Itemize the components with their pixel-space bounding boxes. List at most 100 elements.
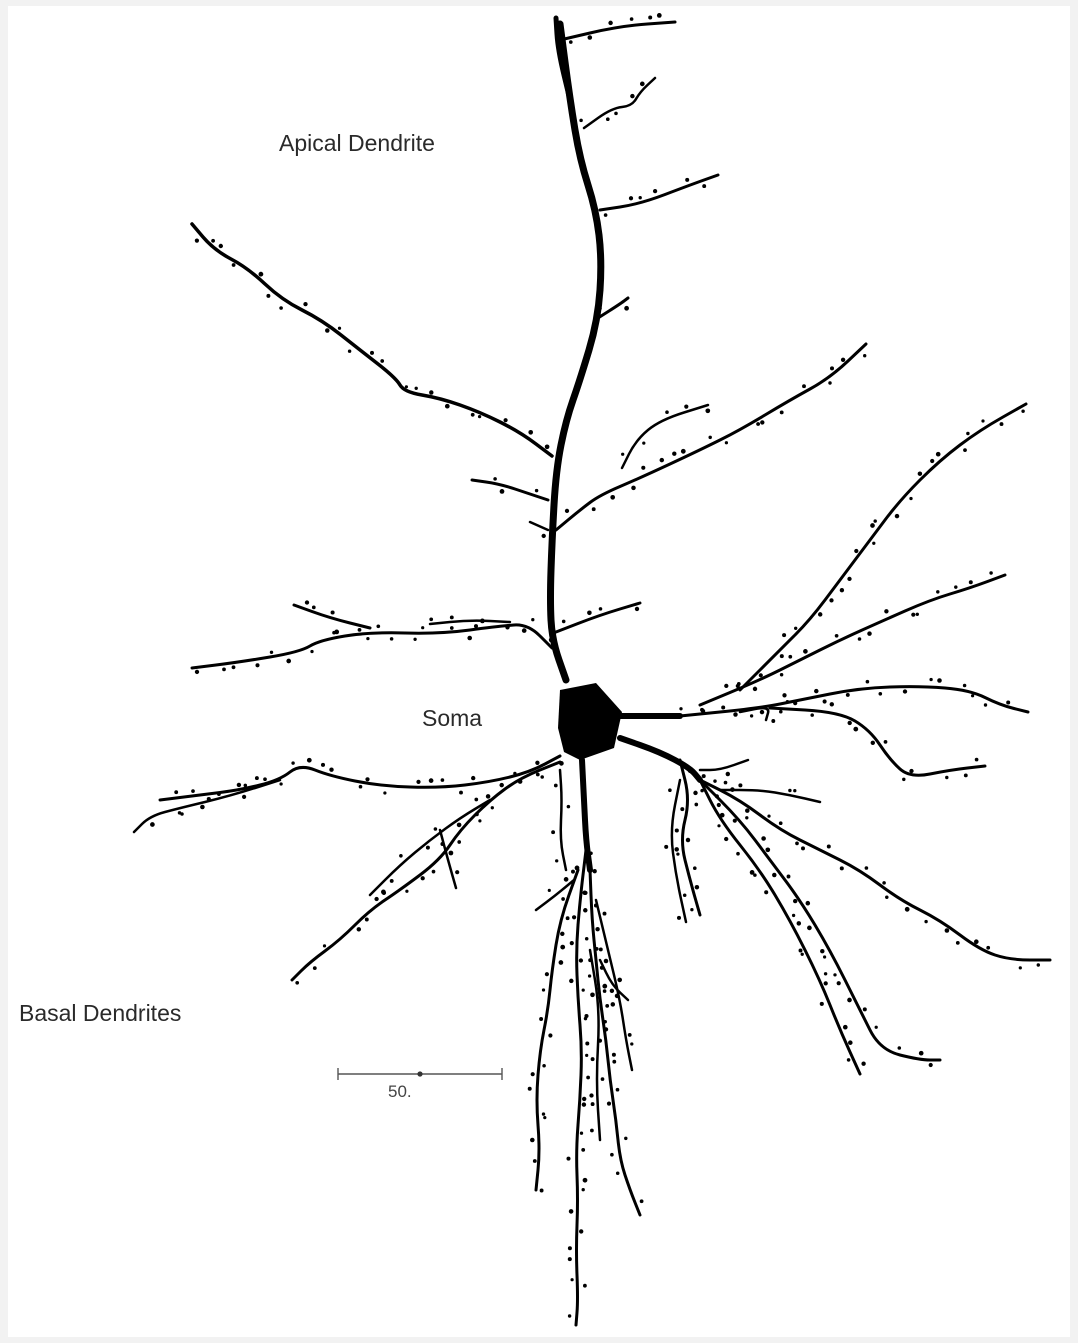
- dendritic-spine: [884, 609, 888, 613]
- dendritic-spine: [321, 763, 325, 767]
- dendritic-spine: [895, 514, 899, 518]
- dendritic-spine: [771, 719, 775, 723]
- dendritic-spine: [426, 846, 430, 850]
- dendritic-spine: [568, 1257, 572, 1261]
- dendritic-spine: [604, 1027, 608, 1031]
- dendritic-spine: [801, 846, 805, 850]
- dendritic-spine: [589, 852, 593, 856]
- dendritic-spine: [150, 822, 155, 827]
- dendritic-spine: [542, 988, 545, 991]
- dendritic-spine: [884, 740, 888, 744]
- dendritic-spine: [310, 650, 313, 653]
- dendritic-spine: [535, 761, 539, 765]
- dendritic-spine: [820, 949, 824, 953]
- dendritic-spine: [579, 958, 583, 962]
- dendritic-spine: [562, 620, 566, 624]
- dendritic-spine: [561, 897, 565, 901]
- dendritic-spine: [548, 889, 551, 892]
- dendritic-spine: [799, 949, 803, 953]
- dendritic-spine: [303, 302, 307, 306]
- dendritic-spine: [603, 989, 607, 993]
- dendritic-spine: [829, 598, 833, 602]
- dendritic-spine: [780, 654, 784, 658]
- dendritic-spine: [599, 947, 603, 951]
- dendritic-spine: [861, 1062, 865, 1066]
- dendritic-spine: [684, 405, 688, 409]
- dendritic-spine: [738, 783, 742, 787]
- dendritic-spine: [624, 306, 629, 311]
- dendritic-spine: [540, 775, 544, 779]
- basal-right-4: [770, 708, 985, 775]
- dendritic-spine: [629, 196, 633, 200]
- basal-right-3: [740, 404, 1026, 690]
- dendritic-spine: [787, 875, 791, 879]
- dendritic-spine: [585, 1054, 588, 1057]
- dendritic-spine: [583, 891, 587, 895]
- dendritic-spine: [865, 866, 869, 870]
- dendritic-spine: [415, 387, 418, 390]
- dendritic-spine: [753, 873, 757, 877]
- dendritic-spine: [693, 866, 697, 870]
- dendritic-spine: [677, 916, 681, 920]
- dendritic-spine: [522, 628, 527, 633]
- dendritic-spine: [582, 1188, 585, 1191]
- dendritic-spine: [380, 359, 384, 363]
- dendritic-spine: [475, 812, 479, 816]
- dendritic-spine: [585, 937, 589, 941]
- dendritic-spine: [191, 789, 195, 793]
- dendritic-spine: [660, 458, 664, 462]
- dendritic-spine: [745, 816, 748, 819]
- dendritic-spine: [780, 673, 783, 676]
- dendritic-spine: [222, 668, 226, 672]
- dendritic-spine: [583, 1284, 587, 1288]
- apical-short-left2: [530, 522, 548, 530]
- dendritic-spine: [802, 384, 806, 388]
- dendritic-spine: [680, 807, 684, 811]
- dendritic-spine: [429, 778, 434, 783]
- dendritic-spine: [780, 410, 784, 414]
- dendritic-spine: [571, 1278, 574, 1281]
- dendritic-spine: [399, 854, 403, 858]
- dendritic-spine: [543, 1116, 546, 1119]
- dendritic-spine: [631, 486, 636, 491]
- dendritic-spine: [863, 354, 866, 357]
- dendritic-spine: [823, 699, 827, 703]
- dendritic-spine: [833, 973, 836, 976]
- dendritic-spine: [615, 994, 620, 999]
- dendritic-spine: [449, 851, 454, 856]
- dendritic-spine: [467, 636, 472, 641]
- dendritic-spine: [974, 939, 979, 944]
- dendritic-spine: [232, 263, 236, 267]
- dendritic-spine: [528, 430, 533, 435]
- apical-branch-a: [584, 78, 655, 128]
- dendritic-spine: [681, 449, 686, 454]
- dendritic-spine: [730, 787, 735, 792]
- dendritic-spine: [797, 921, 802, 926]
- dendritic-spine: [329, 768, 333, 772]
- dendritic-spine: [772, 873, 776, 877]
- dendritic-spine: [701, 709, 705, 713]
- dendritic-spine: [686, 838, 690, 842]
- dendritic-spine: [486, 794, 491, 799]
- dendritic-spine: [793, 899, 797, 903]
- dendritic-spine: [788, 655, 792, 659]
- basal-left-4: [370, 800, 490, 895]
- dendritic-spine: [575, 866, 580, 871]
- dendritic-spine: [569, 1209, 574, 1214]
- dendritic-spine: [846, 693, 850, 697]
- dendritic-spine: [457, 823, 462, 828]
- dendritic-spine: [445, 404, 450, 409]
- dendritic-spine: [648, 16, 652, 20]
- dendritic-spine: [916, 613, 919, 616]
- dendritic-spine: [405, 890, 408, 893]
- dendritic-spine: [929, 678, 932, 681]
- dendritic-spine: [549, 638, 554, 643]
- dendritic-spine: [607, 1102, 611, 1106]
- dendritic-spine: [585, 1042, 589, 1046]
- dendritic-spine: [963, 448, 967, 452]
- dendritic-spine: [793, 789, 796, 792]
- dendritic-spine: [588, 35, 593, 40]
- dendritic-spine: [429, 390, 433, 394]
- dendritic-spine: [841, 358, 845, 362]
- basal-down-2: [576, 850, 586, 1325]
